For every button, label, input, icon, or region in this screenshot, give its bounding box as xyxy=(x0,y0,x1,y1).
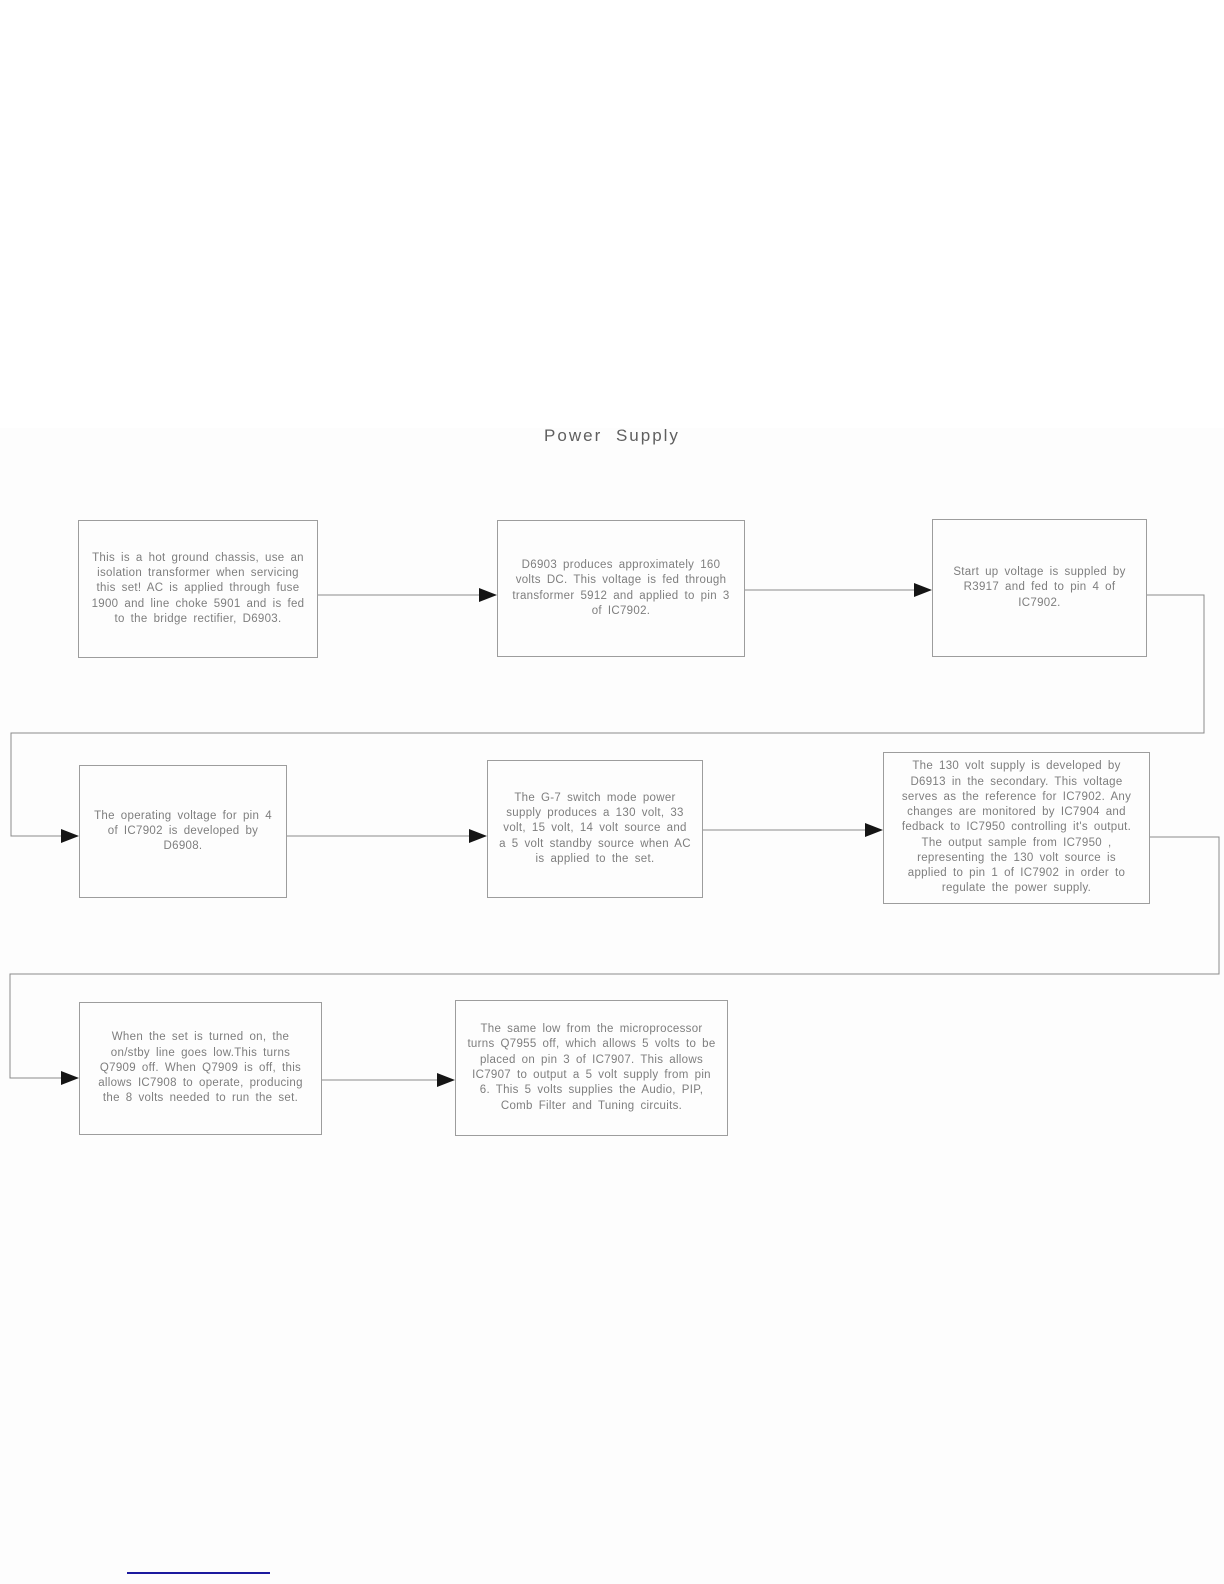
page-title: Power Supply xyxy=(544,426,680,445)
arrowhead-icon xyxy=(865,823,883,837)
flow-box-startup-voltage: Start up voltage is suppled by R3917 and… xyxy=(932,519,1147,657)
arrowhead-icon xyxy=(479,588,497,602)
flow-box-text: D6903 produces approximately 160 volts D… xyxy=(512,558,730,617)
arrowhead-icon xyxy=(61,829,79,843)
flow-box-text: The G-7 switch mode power supply produce… xyxy=(499,791,691,865)
flow-box-d6903-160v: D6903 produces approximately 160 volts D… xyxy=(497,520,745,657)
arrowhead-icon xyxy=(914,583,932,597)
flow-box-microprocessor-5v: The same low from the microprocessor tur… xyxy=(455,1000,728,1136)
flow-box-130v-regulation: The 130 volt supply is developed by D691… xyxy=(883,752,1150,904)
footer-link-underline[interactable] xyxy=(127,1572,270,1574)
flow-box-text: The same low from the microprocessor tur… xyxy=(467,1023,716,1112)
flow-box-text: This is a hot ground chassis, use an iso… xyxy=(91,551,305,625)
flow-box-text: Start up voltage is suppled by R3917 and… xyxy=(953,566,1126,609)
wrap-connector-box6-box7-line xyxy=(9,836,1220,1079)
flow-box-text: The 130 volt supply is developed by D691… xyxy=(901,760,1132,895)
flow-box-text: The operating voltage for pin 4 of IC790… xyxy=(94,809,272,853)
flow-box-hot-ground-chassis: This is a hot ground chassis, use an iso… xyxy=(78,520,318,658)
wrap-connector-box3-box4-line xyxy=(10,594,1205,837)
flow-box-text: When the set is turned on, the on/stby l… xyxy=(98,1031,303,1105)
arrowhead-icon xyxy=(437,1073,455,1087)
flow-box-switch-mode-supply: The G-7 switch mode power supply produce… xyxy=(487,760,703,898)
arrowhead-icon xyxy=(61,1071,79,1085)
arrowhead-icon xyxy=(469,829,487,843)
flow-box-operating-voltage: The operating voltage for pin 4 of IC790… xyxy=(79,765,287,898)
flow-box-on-stby-line: When the set is turned on, the on/stby l… xyxy=(79,1002,322,1135)
scan-page-tone xyxy=(0,428,1224,1584)
